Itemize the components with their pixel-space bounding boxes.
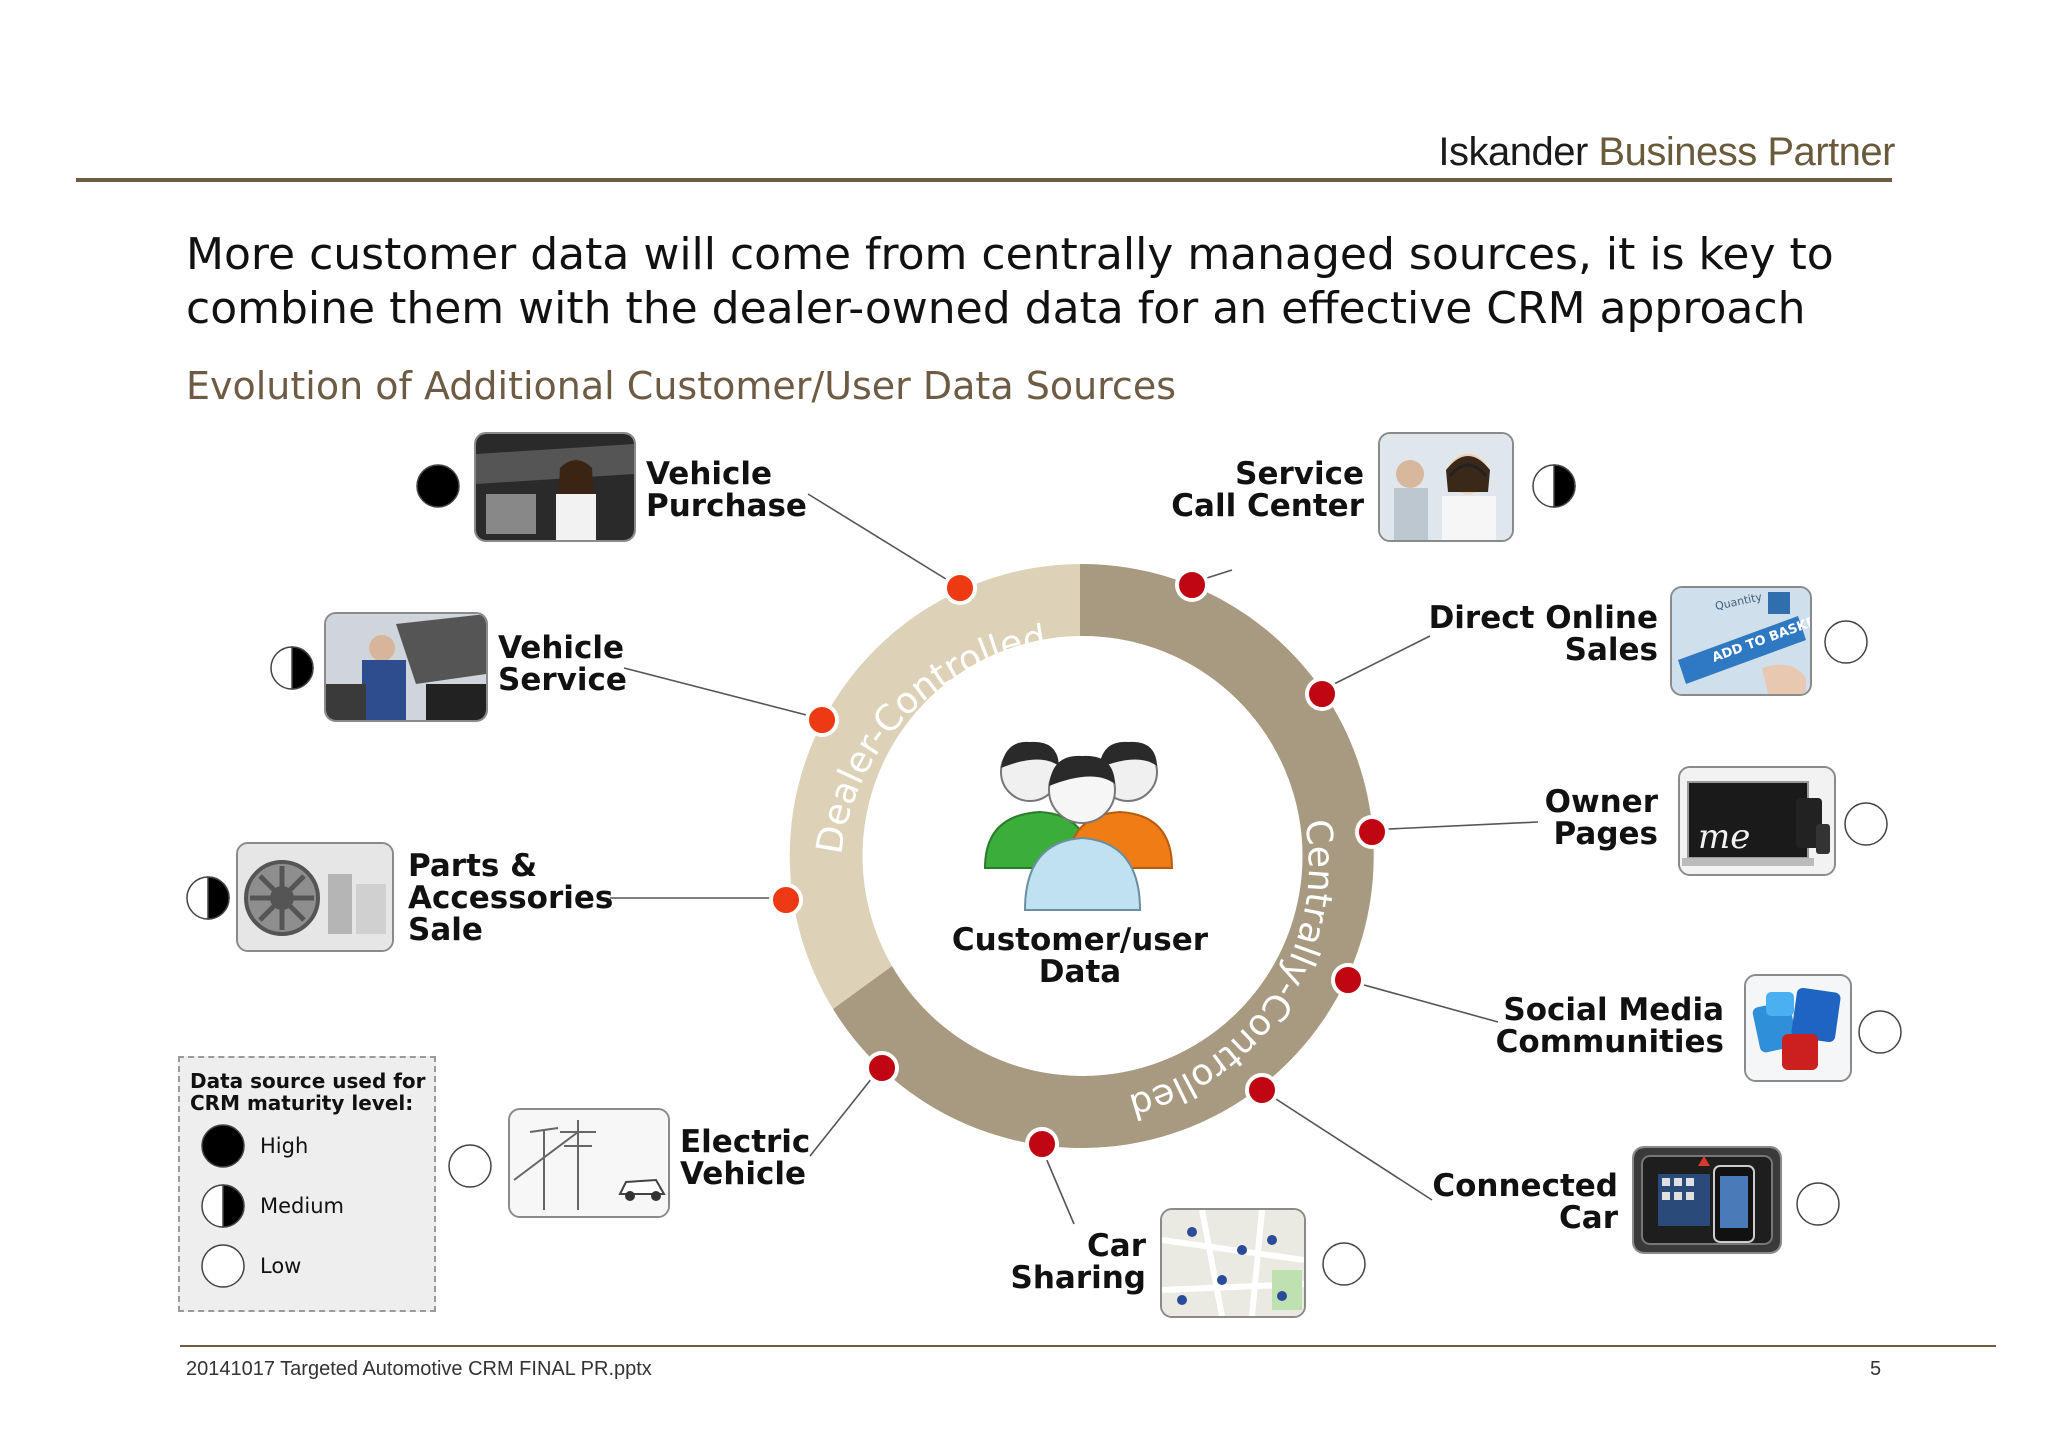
page-number: 5 (1870, 1358, 1882, 1380)
maturity-connected-car-low (1796, 1182, 1840, 1226)
service-call-center-image (1378, 432, 1514, 542)
direct-online-sales-label: Direct Online Sales (1428, 600, 1658, 668)
dot-connected-car (1245, 1073, 1279, 1107)
maturity-legend: Data source used for CRM maturity level:… (178, 1056, 436, 1312)
brand-logo: Iskander Business Partner (1438, 130, 1895, 175)
maturity-owner-pages-low (1844, 802, 1888, 846)
vehicle-purchase-label: Vehicle Purchase (646, 456, 807, 524)
dot-electric-vehicle (865, 1051, 899, 1085)
electric-vehicle-label: Electric Vehicle (680, 1124, 811, 1192)
legend-medium-icon (201, 1184, 245, 1228)
service-call-center-label: Service Call Center (1171, 456, 1364, 524)
dot-service-call-center (1175, 568, 1209, 602)
social-media-label: Social Media Communities (1495, 992, 1724, 1060)
maturity-vehicle-purchase-high (416, 464, 460, 508)
legend-symbols (201, 1124, 245, 1288)
dot-owner-pages (1355, 815, 1389, 849)
parts-accessories-label: Parts & Accessories Sale (408, 848, 614, 948)
footer-divider (180, 1345, 1996, 1347)
slide-subtitle: Evolution of Additional Customer/User Da… (186, 364, 1177, 408)
vehicle-service-image (324, 612, 488, 722)
car-sharing-label: Car Sharing (1010, 1228, 1147, 1296)
central-connector-dots (865, 568, 1389, 1161)
connected-car-label: Connected Car (1432, 1168, 1618, 1236)
legend-high-icon (201, 1124, 245, 1168)
owner-pages-label: Owner Pages (1544, 784, 1658, 852)
vehicle-service-label: Vehicle Service (498, 630, 627, 698)
legend-medium-label: Medium (260, 1194, 344, 1218)
maturity-vehicle-service-medium (270, 646, 314, 690)
footer-filename: 20141017 Targeted Automotive CRM FINAL P… (186, 1358, 652, 1380)
vehicle-purchase-image (474, 432, 636, 542)
brand-second: Business Partner (1598, 130, 1895, 174)
dot-vehicle-purchase (943, 571, 977, 605)
dot-vehicle-service (805, 703, 839, 737)
maturity-direct-online-sales-low (1824, 620, 1868, 664)
connector-lines (610, 493, 1539, 1225)
center-label: Customer/user Data (951, 922, 1209, 990)
slide-title: More customer data will come from centra… (186, 229, 1834, 334)
dealer-connector-dots (769, 571, 977, 917)
dealer-controlled-segment (789, 564, 1080, 1009)
legend-title: Data source used for CRM maturity level: (190, 1069, 426, 1115)
maturity-car-sharing-low (1322, 1242, 1366, 1286)
car-sharing-map-image (1160, 1208, 1306, 1318)
dot-social-media (1331, 963, 1365, 997)
dot-direct-online-sales (1305, 677, 1339, 711)
maturity-parts-accessories-medium (186, 876, 230, 920)
legend-low-icon (201, 1244, 245, 1288)
electric-vehicle-image (508, 1108, 670, 1218)
customer-group-icon (983, 741, 1174, 911)
parts-accessories-image (236, 842, 394, 952)
brand-first: Iskander (1438, 130, 1588, 174)
dot-car-sharing (1025, 1127, 1059, 1161)
maturity-social-media-low (1858, 1010, 1902, 1054)
owner-pages-image: me (1678, 766, 1836, 876)
maturity-indicators (186, 464, 1902, 1286)
svg-text:me: me (1698, 817, 1750, 857)
maturity-service-call-center-medium (1532, 464, 1576, 508)
social-media-image (1744, 974, 1852, 1082)
legend-low-label: Low (260, 1254, 302, 1278)
header-divider (76, 178, 1892, 182)
connected-car-image (1632, 1146, 1782, 1254)
dot-parts-accessories (769, 883, 803, 917)
maturity-electric-vehicle-low (448, 1144, 492, 1188)
legend-high-label: High (260, 1134, 309, 1158)
